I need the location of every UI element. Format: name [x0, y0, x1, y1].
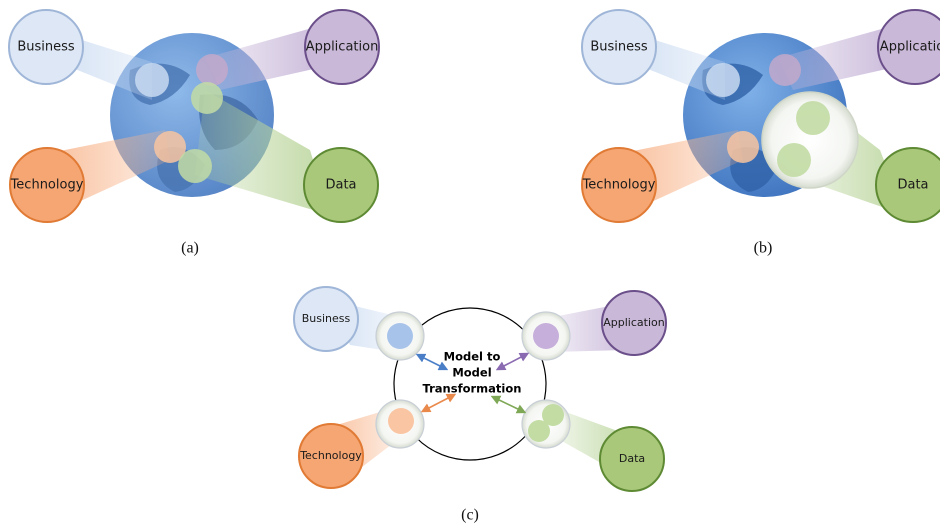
data-beam — [195, 90, 330, 215]
application-node: Application — [601, 290, 667, 356]
technology-label: Technology — [582, 178, 656, 193]
transformation-ring — [393, 307, 547, 461]
business-node: Business — [581, 9, 657, 85]
technology-node: Technology — [298, 423, 364, 489]
business-label: Business — [17, 40, 75, 55]
application-arrow — [495, 352, 530, 371]
panel-a: Business Application Technology Data (a) — [8, 9, 380, 257]
application-label: Applicatio — [880, 40, 940, 55]
panel-b: Business Applicatio Technology Data (b) — [581, 9, 940, 257]
technology-dot — [154, 131, 186, 163]
center-line-1: Model to — [444, 350, 501, 364]
technology-node: Technology — [9, 147, 85, 223]
application-dot — [196, 54, 228, 86]
data-bubble — [521, 399, 571, 449]
technology-dot — [727, 131, 759, 163]
application-beam — [205, 28, 318, 90]
data-node: Data — [303, 147, 379, 223]
business-node: Business — [8, 9, 84, 85]
data-dot-1 — [191, 82, 223, 114]
data-dot-2 — [178, 149, 212, 183]
data-bubble — [761, 91, 859, 189]
center-line-3: Transformation — [423, 382, 522, 396]
business-bubble — [375, 311, 425, 361]
caption-c: (c) — [461, 507, 479, 524]
business-dot — [706, 63, 740, 97]
technology-arrow — [420, 393, 457, 413]
application-dot — [769, 54, 801, 86]
data-arrow — [490, 395, 527, 414]
data-node: Data — [875, 147, 940, 223]
application-label: Application — [603, 316, 664, 329]
business-dot — [135, 63, 169, 97]
data-label: Data — [897, 178, 928, 193]
data-label: Data — [325, 178, 356, 193]
data-label: Data — [619, 452, 645, 465]
application-bubble — [521, 311, 571, 361]
technology-label: Technology — [299, 449, 362, 462]
technology-node: Technology — [581, 147, 657, 223]
business-label: Business — [302, 312, 351, 325]
technology-label: Technology — [10, 178, 84, 193]
technology-bubble — [375, 399, 425, 449]
application-label: Application — [306, 40, 379, 55]
application-node: Application — [304, 9, 380, 85]
center-line-2: Model — [452, 366, 491, 380]
business-label: Business — [590, 40, 648, 55]
caption-b: (b) — [754, 240, 773, 257]
data-node: Data — [599, 426, 665, 492]
panel-c: Business Application Technology Data — [293, 286, 667, 524]
business-node: Business — [293, 286, 359, 352]
caption-a: (a) — [181, 240, 199, 257]
application-beam — [778, 28, 891, 90]
business-arrow — [415, 353, 449, 371]
application-node: Applicatio — [877, 9, 940, 85]
